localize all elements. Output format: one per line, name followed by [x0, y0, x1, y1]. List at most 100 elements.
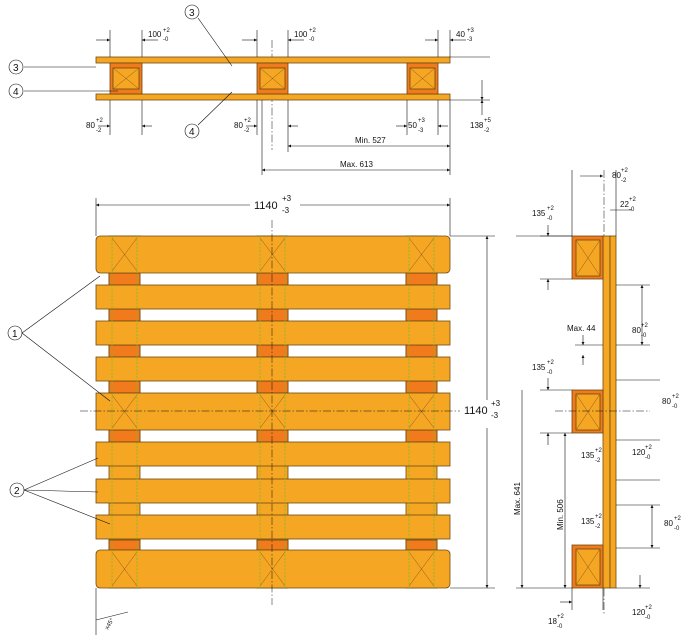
- svg-text:-3: -3: [418, 128, 424, 134]
- svg-text:+2: +2: [96, 118, 104, 124]
- dim-40: 40: [456, 30, 465, 39]
- svg-text:-0: -0: [641, 333, 647, 339]
- svg-text:+2: +2: [645, 605, 653, 611]
- svg-text:+2: +2: [309, 28, 317, 34]
- min-506-label: Min. 506: [556, 499, 565, 530]
- bottom-board-2: [95, 478, 451, 504]
- deck-board-1: [95, 235, 451, 274]
- svg-text:+2: +2: [163, 28, 171, 34]
- side-block-bottom: [571, 544, 604, 589]
- dim-138: 138: [470, 121, 484, 130]
- top-deck-board: [95, 56, 451, 64]
- svg-text:+2: +2: [641, 323, 649, 329]
- svg-text:+2: +2: [244, 118, 252, 124]
- side-dim-135c: 135: [581, 451, 595, 460]
- side-dim-80-r1: 80: [632, 326, 641, 335]
- side-dim-80-r3: 80: [664, 519, 673, 528]
- bottom-deck-board: [95, 93, 451, 101]
- max-613-label: Max. 613: [340, 160, 373, 169]
- callout-4-bottom: 4: [189, 127, 195, 138]
- deck-board-5: [95, 392, 451, 431]
- svg-text:-0: -0: [163, 37, 169, 43]
- svg-text:-0: -0: [629, 207, 635, 213]
- side-bottom-board: [609, 235, 617, 589]
- svg-text:+3: +3: [418, 118, 426, 124]
- svg-text:+2: +2: [621, 168, 629, 174]
- svg-text:+3: +3: [282, 194, 292, 203]
- dim-100b: 100: [294, 30, 308, 39]
- svg-text:+2: +2: [547, 206, 555, 212]
- svg-text:-3: -3: [282, 206, 290, 215]
- deck-board-2: [95, 284, 451, 310]
- elevation-block-left: [109, 62, 143, 95]
- svg-text:+2: +2: [672, 394, 680, 400]
- callout-4-left: 4: [13, 87, 19, 98]
- bottom-board-1: [95, 441, 451, 467]
- svg-text:-3: -3: [467, 37, 473, 43]
- svg-text:+2: +2: [557, 614, 565, 620]
- dim-80a: 80: [86, 121, 95, 130]
- top-elevation-view: 100 +2 -0 100 +2 -0 40 +3 -3 80 +2 -2 80…: [8, 4, 492, 175]
- side-dim-18: 18: [548, 617, 557, 626]
- svg-text:-0: -0: [672, 404, 678, 410]
- svg-text:+2: +2: [547, 360, 555, 366]
- chamfer-label: x45°: [105, 617, 117, 631]
- svg-text:+3: +3: [467, 28, 475, 34]
- deck-board-4: [95, 356, 451, 382]
- side-block-top: [571, 235, 604, 280]
- deck-board-3: [95, 320, 451, 346]
- svg-text:-0: -0: [547, 370, 553, 376]
- side-dim-120a: 120: [632, 448, 646, 457]
- svg-text:+5: +5: [484, 118, 492, 124]
- svg-text:-2: -2: [595, 458, 601, 464]
- dim-80b: 80: [234, 121, 243, 130]
- svg-text:+2: +2: [595, 514, 603, 520]
- svg-text:+2: +2: [645, 445, 653, 451]
- side-block-middle: [571, 389, 604, 434]
- height-dim-1140: 1140: [464, 405, 488, 417]
- side-dim-22: 22: [620, 200, 629, 209]
- side-dim-80-top: 80: [612, 171, 621, 180]
- svg-text:-2: -2: [96, 128, 102, 134]
- callout-3-left: 3: [13, 63, 19, 74]
- side-view: 80 +2 -2 135 +2 -0 22 +2 -0 80 +2 -0 Max…: [513, 168, 682, 630]
- svg-text:+2: +2: [629, 197, 637, 203]
- svg-text:+2: +2: [595, 448, 603, 454]
- side-dim-135d: 135: [581, 517, 595, 526]
- side-dim-135b: 135: [532, 363, 546, 372]
- svg-text:-0: -0: [309, 37, 315, 43]
- side-dim-80-r2: 80: [662, 397, 671, 406]
- svg-text:-2: -2: [244, 128, 250, 134]
- dim-100a: 100: [148, 30, 162, 39]
- min-527-label: Min. 527: [355, 136, 386, 145]
- plan-view: 1140 +3 -3 1140 +3 -3: [7, 194, 510, 635]
- svg-text:-0: -0: [645, 455, 651, 461]
- side-dim-135a: 135: [532, 209, 546, 218]
- svg-text:-2: -2: [484, 128, 490, 134]
- dim-50: 50: [408, 121, 417, 130]
- svg-text:-0: -0: [674, 526, 680, 532]
- svg-text:-0: -0: [645, 615, 651, 621]
- plan-block-marks: [111, 236, 435, 588]
- svg-text:-0: -0: [557, 624, 563, 630]
- width-dim-1140: 1140: [254, 200, 278, 212]
- max-44-label: Max. 44: [567, 324, 596, 333]
- svg-text:+3: +3: [491, 399, 501, 408]
- bottom-board-3: [95, 514, 451, 540]
- callout-3-top: 3: [189, 8, 195, 19]
- svg-text:-0: -0: [547, 216, 553, 222]
- max-641-label: Max. 641: [513, 482, 522, 515]
- plan-blocks: [108, 272, 438, 551]
- elevation-block-right: [406, 62, 439, 95]
- side-dim-120b: 120: [632, 608, 646, 617]
- callout-2: 2: [14, 486, 20, 497]
- svg-text:-2: -2: [621, 178, 627, 184]
- callout-1: 1: [12, 329, 18, 340]
- elevation-block-center: [256, 62, 289, 95]
- svg-text:-2: -2: [595, 524, 601, 530]
- svg-text:+2: +2: [674, 516, 682, 522]
- svg-text:-3: -3: [491, 411, 499, 420]
- side-top-board: [602, 235, 611, 589]
- deck-board-9: [95, 549, 451, 589]
